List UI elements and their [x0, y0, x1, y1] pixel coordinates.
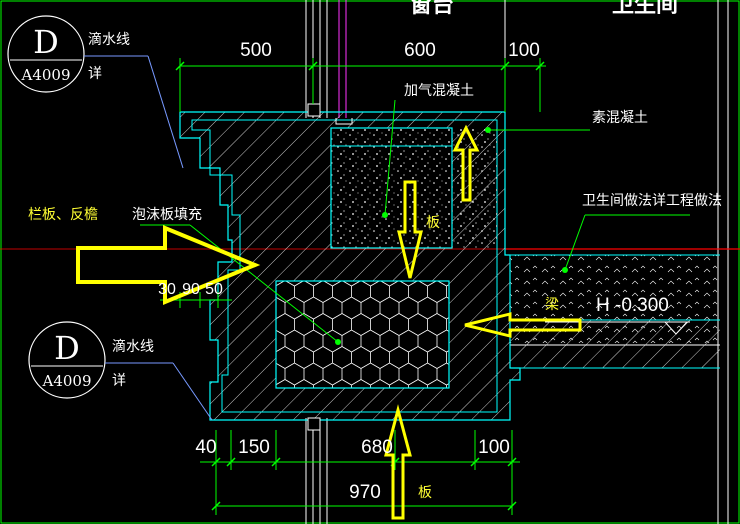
column-plug — [307, 103, 321, 117]
callout-bottom-note: 滴水线 — [112, 338, 154, 355]
dim-left-30: 30 — [158, 281, 176, 298]
dim-bottom-total: 970 — [349, 482, 381, 503]
foam-board — [275, 280, 450, 389]
arrow-rail-flange — [76, 225, 261, 305]
callout-bottom: D A4009 滴水线 详 — [28, 321, 213, 421]
label-bathroom-method: 卫生间做法详工程做法 — [582, 193, 722, 209]
dim-bottom-680: 680 — [361, 437, 393, 458]
aerated-concrete-block — [330, 127, 453, 249]
room-label-bathroom: 卫生间 — [612, 0, 678, 18]
dim-top-100: 100 — [508, 40, 540, 61]
label-foam-board: 泡沫板填充 — [132, 207, 202, 223]
callout-bottom-sheet: A4009 — [41, 372, 91, 390]
label-beam: 梁 — [545, 297, 559, 313]
callout-top-note: 滴水线 — [88, 31, 130, 48]
callout-bottom-suffix: 详 — [112, 373, 126, 389]
dim-left-90: 90 — [182, 281, 200, 298]
callout-top-symbol: D — [33, 23, 59, 61]
arrow-down-slab — [397, 180, 423, 279]
callout-top: D A4009 滴水线 详 — [7, 15, 184, 169]
label-aerated-concrete: 加气混凝土 — [404, 83, 474, 99]
label-slab-bottom: 板 — [418, 485, 432, 501]
dim-left-50: 50 — [205, 281, 223, 298]
arrow-beam — [464, 312, 582, 338]
leader-foam — [189, 224, 339, 343]
arrow-up-bottom — [384, 404, 412, 520]
arrow-up-slab — [452, 124, 480, 202]
label-rail-flange: 栏板、反檐 — [28, 207, 98, 223]
room-label-window: 窗台 — [410, 0, 454, 18]
dim-bottom-100: 100 — [478, 437, 510, 458]
dim-top-500: 500 — [240, 40, 272, 61]
callout-top-sheet: A4009 — [20, 66, 70, 84]
leader-aerated — [384, 99, 396, 216]
label-elevation: H -0.300 — [596, 295, 669, 316]
label-plain-concrete: 素混凝土 — [592, 110, 648, 126]
callout-bottom-symbol: D — [54, 329, 80, 367]
dim-top-600: 600 — [404, 40, 436, 61]
dim-bottom-40: 40 — [195, 437, 216, 458]
dim-bottom-150: 150 — [238, 437, 270, 458]
callout-top-suffix: 详 — [88, 66, 102, 82]
label-slab-top: 板 — [426, 215, 440, 231]
